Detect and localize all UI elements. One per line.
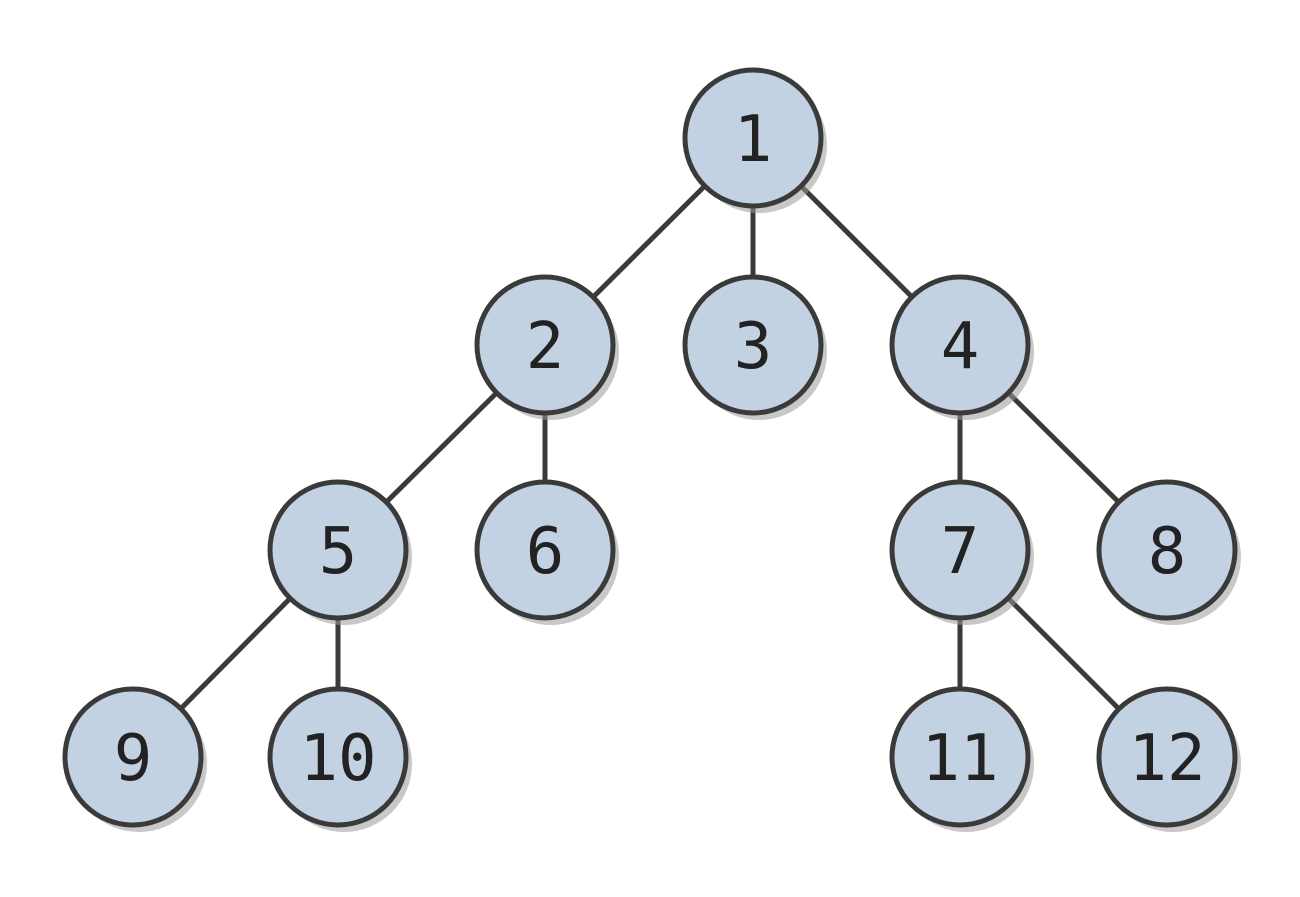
node-circle — [267, 686, 409, 828]
node-label: 7 — [941, 515, 980, 589]
tree-node-11: 11 — [889, 686, 1034, 832]
tree-node-2: 2 — [474, 274, 619, 420]
node-circle — [682, 67, 824, 209]
node-label: 8 — [1148, 515, 1187, 589]
node-circle — [474, 479, 616, 621]
node-circle — [62, 686, 204, 828]
tree-node-5: 5 — [267, 479, 412, 625]
node-circle — [889, 686, 1031, 828]
node-circle — [267, 479, 409, 621]
tree-node-6: 6 — [474, 479, 619, 625]
tree-node-10: 10 — [267, 686, 412, 832]
edges-layer — [130, 135, 1170, 760]
node-label: 5 — [319, 515, 358, 589]
node-label: 4 — [941, 310, 980, 384]
node-label: 3 — [734, 310, 773, 384]
node-label: 2 — [526, 310, 565, 384]
tree-node-9: 9 — [62, 686, 207, 832]
tree-node-7: 7 — [889, 479, 1034, 625]
node-circle — [889, 479, 1031, 621]
tree-node-3: 3 — [682, 274, 827, 420]
node-label: 6 — [526, 515, 565, 589]
tree-node-8: 8 — [1096, 479, 1241, 625]
node-label: 9 — [114, 722, 153, 796]
node-circle — [1096, 686, 1238, 828]
node-label: 12 — [1128, 722, 1205, 796]
tree-node-1: 1 — [682, 67, 827, 213]
node-label: 11 — [921, 722, 998, 796]
tree-node-4: 4 — [889, 274, 1034, 420]
node-label: 10 — [299, 722, 376, 796]
node-circle — [682, 274, 824, 416]
node-circle — [889, 274, 1031, 416]
node-circle — [474, 274, 616, 416]
node-label: 1 — [734, 103, 773, 177]
node-circle — [1096, 479, 1238, 621]
tree-node-12: 12 — [1096, 686, 1241, 832]
